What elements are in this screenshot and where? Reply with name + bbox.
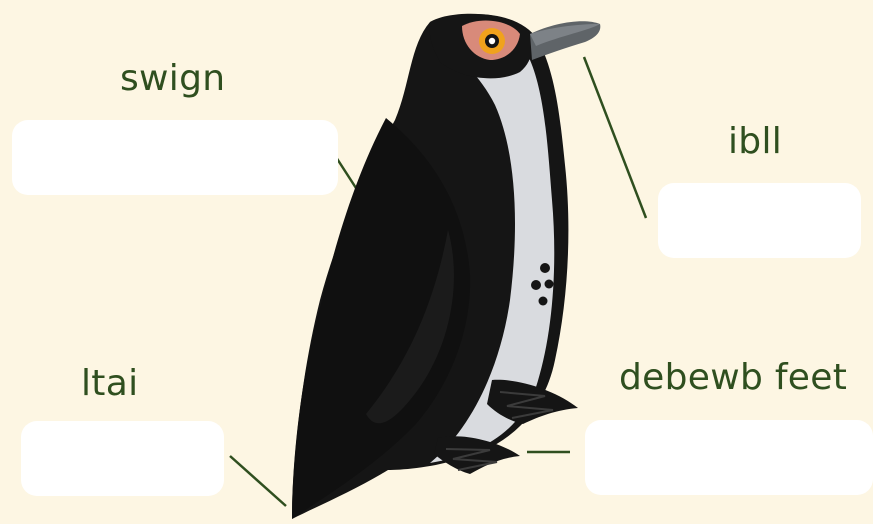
label-bill: ibll xyxy=(728,124,782,160)
leader-line-bill xyxy=(584,57,646,218)
answer-box-feet[interactable] xyxy=(585,420,873,495)
label-wings: swign xyxy=(120,61,225,97)
leader-line-tail xyxy=(230,456,286,506)
answer-box-tail[interactable] xyxy=(21,421,224,496)
penguin-icon xyxy=(292,14,600,519)
label-tail: ltai xyxy=(81,366,138,402)
answer-box-wings[interactable] xyxy=(12,120,338,195)
label-feet: debewb feet xyxy=(619,360,847,396)
answer-box-bill[interactable] xyxy=(658,183,861,258)
